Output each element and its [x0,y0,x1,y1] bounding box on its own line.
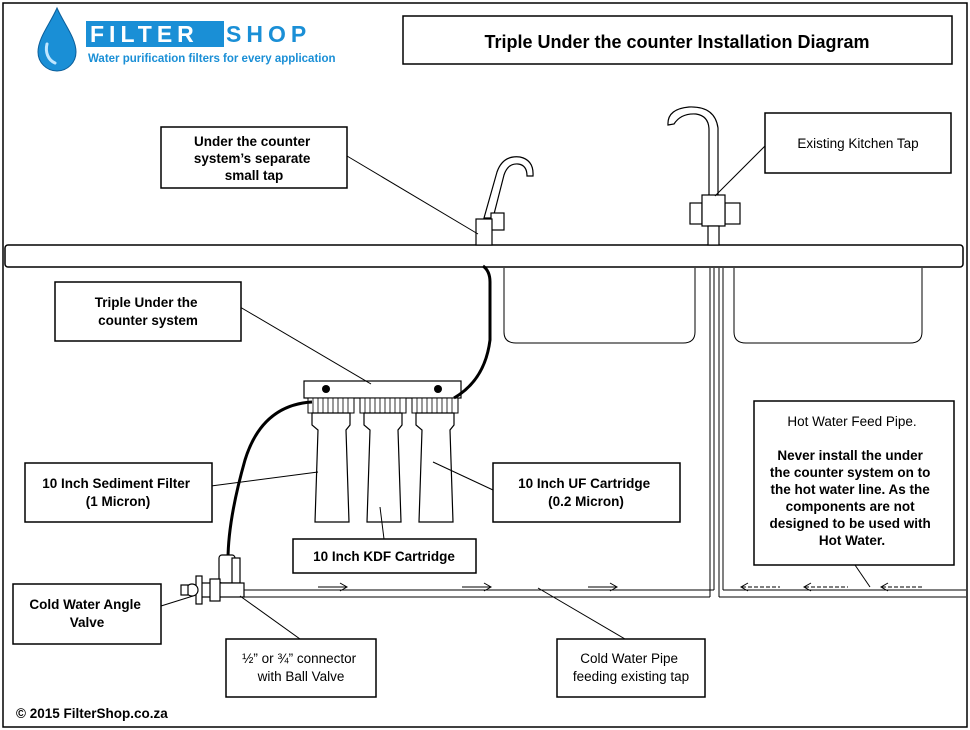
uf-callout-box [492,462,681,523]
small-tap-label: Under the counter system’s separate smal… [194,134,314,183]
cold-flow-arrows [318,582,619,592]
hot-flow-arrows [739,582,922,592]
angle-valve-cap [180,584,189,596]
filter-cap-1 [307,397,355,414]
triple-system-callout-box [54,281,242,342]
cold-pipe-callout-box [556,638,706,698]
filter-cap-3 [411,397,459,414]
valve-collar [209,578,221,602]
sink-basin-right [733,268,923,344]
ball-valve-handle [231,557,241,584]
logo-brand-shop: SHOP [226,21,311,47]
valve-tee [200,582,245,598]
sediment-callout-box [24,462,213,523]
copyright-text: © 2015 FilterShop.co.za [16,706,168,721]
bracket-screw-left [322,385,330,393]
counter-top [4,244,964,268]
logo-brand-filter: FILTER [90,21,199,47]
sediment-filter-label: 10 Inch Sediment Filter (1 Micron) [42,476,194,509]
connector-callout-box [225,638,377,698]
filtershop-logo: FILTER SHOP Water purification filters f… [37,6,336,72]
logo-tagline: Water purification filters for every app… [88,53,336,65]
cold-pipe-label: Cold Water Pipe feeding existing tap [573,651,689,684]
diagram-title: Triple Under the counter Installation Di… [484,32,869,52]
kdf-callout-box [292,538,477,574]
connector-label: ½” or ¾” connector with Ball Valve [242,651,360,684]
angle-valve-callout-box [12,583,162,645]
valve-assembly [180,554,245,605]
kitchen-tap-callout-box [764,112,952,174]
uf-cartridge-canister [415,412,455,523]
small-tap-icon [475,156,534,246]
drop-highlight [44,42,57,65]
small-tap-callout-box [160,126,348,189]
uf-cartridge-label: 10 Inch UF Cartridge (0.2 Micron) [518,476,654,509]
bracket-screw-right [434,385,442,393]
kitchen-tap-label: Existing Kitchen Tap [797,136,918,151]
hot-water-callout-box [753,400,955,566]
triple-system-label: Triple Under the counter system [95,295,202,328]
logo-brand-box [86,21,224,47]
kdf-cartridge-canister [363,412,403,523]
filter-cap-2 [359,397,407,414]
angle-valve-label: Cold Water Angle Valve [29,597,144,630]
leader-lines [160,145,871,640]
outlet-tube [453,264,492,400]
sediment-filter-canister [311,412,351,523]
title-box [402,15,953,65]
hot-water-warning-label: Never install the under the counter syst… [769,448,934,548]
sink-basin-left [503,268,696,344]
kdf-cartridge-label: 10 Inch KDF Cartridge [313,549,455,564]
hot-water-title-label: Hot Water Feed Pipe. [787,414,916,429]
inlet-tube [226,400,313,561]
kitchen-tap-icon [667,106,741,246]
triple-filter-housing [303,380,462,523]
